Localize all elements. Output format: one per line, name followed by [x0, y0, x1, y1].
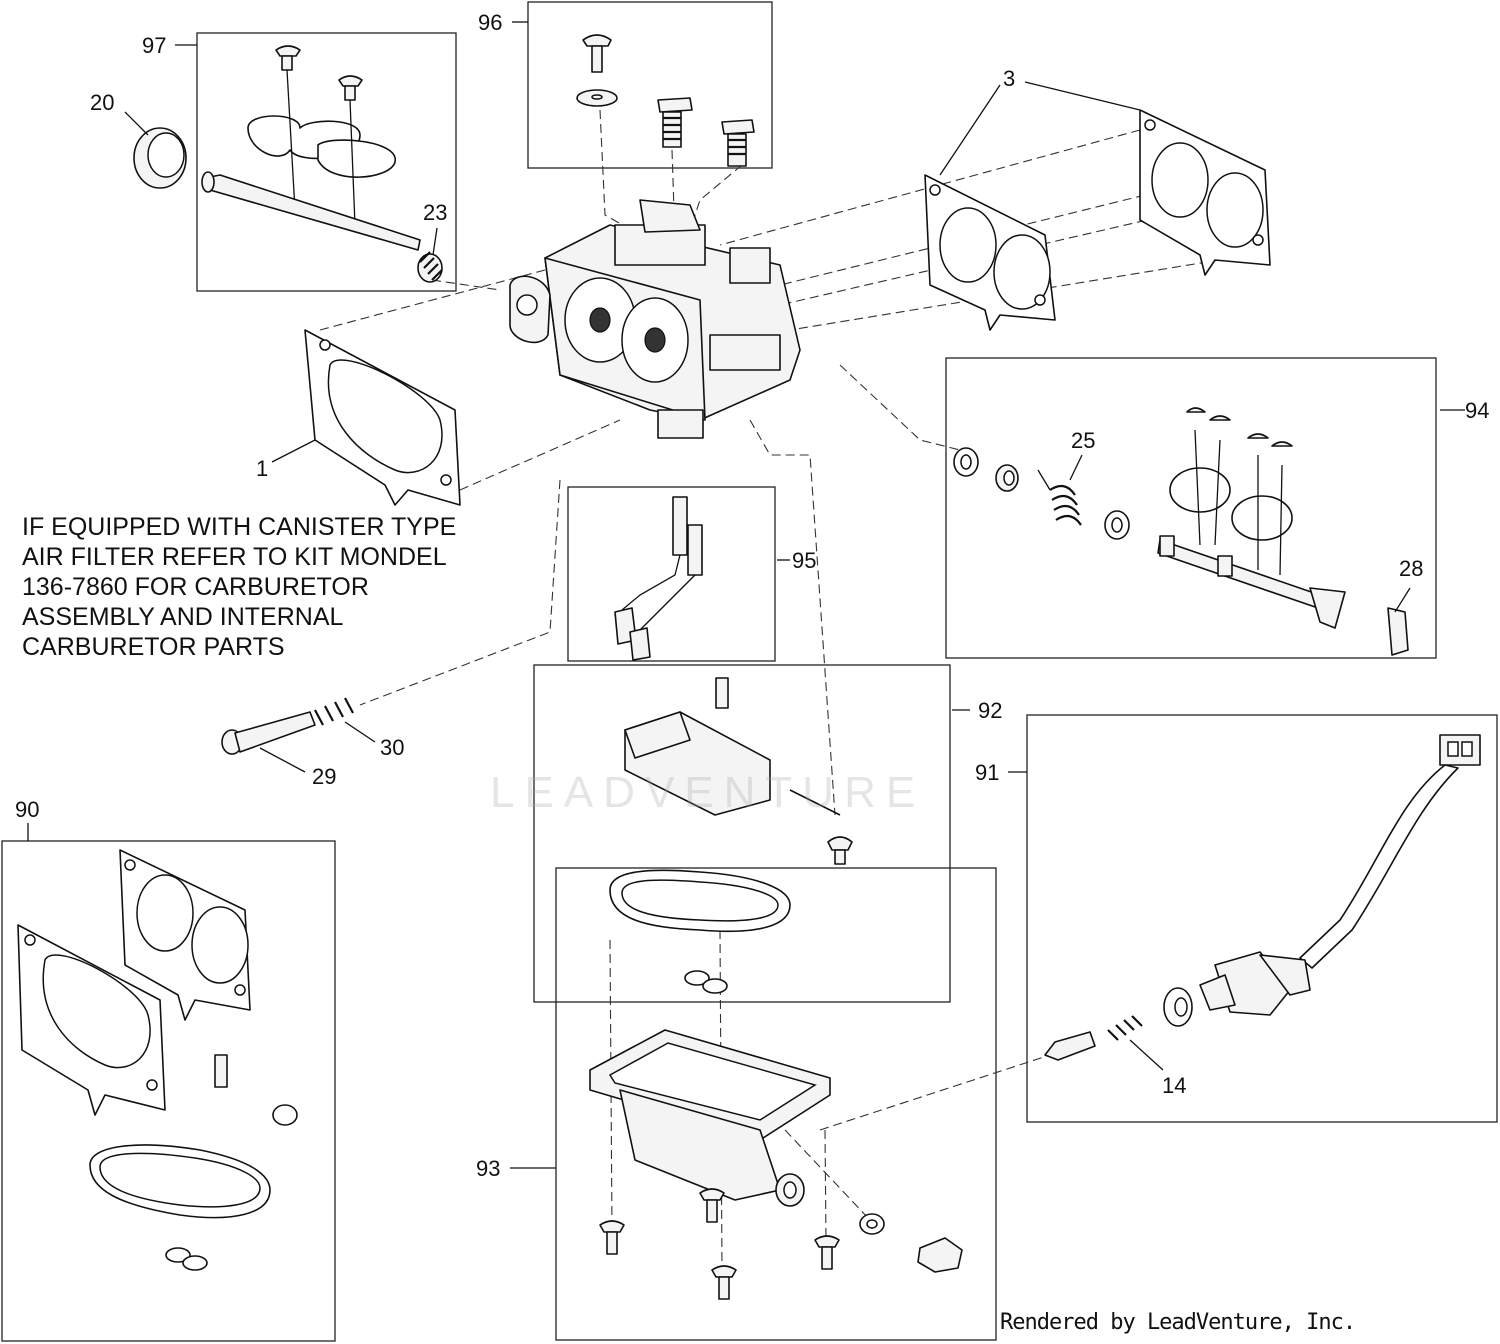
callout-90: 90 — [15, 797, 39, 822]
throttle-shaft-kit — [201, 45, 443, 283]
kit-box-91 — [1026, 714, 1498, 1123]
float-kit — [609, 677, 970, 994]
callout-20: 20 — [90, 90, 114, 115]
callout-95: 95 — [792, 548, 816, 573]
idle-screw-spring — [221, 697, 376, 773]
callout-92: 92 — [978, 698, 1002, 723]
callout-94: 94 — [1465, 398, 1489, 423]
choke-shaft-kit — [953, 407, 1465, 656]
callout-3: 3 — [1003, 66, 1015, 91]
gasket-kit — [17, 823, 298, 1271]
kit-reference-note: IF EQUIPPED WITH CANISTER TYPE AIR FILTE… — [22, 513, 457, 661]
callout-23: 23 — [423, 200, 447, 225]
part-1-gasket — [271, 329, 461, 506]
part-3-gaskets — [924, 81, 1271, 331]
callout-97: 97 — [142, 33, 166, 58]
callout-29: 29 — [312, 764, 336, 789]
callout-14: 14 — [1162, 1073, 1186, 1098]
float-bowl-kit — [510, 1029, 963, 1300]
kit-box-96 — [527, 1, 773, 169]
kit-box-97 — [196, 32, 457, 292]
callout-30: 30 — [380, 735, 404, 760]
jet-kit — [614, 496, 790, 661]
fuel-solenoid-kit — [1008, 734, 1481, 1071]
callout-numbers: 97 96 3 20 23 1 94 25 28 95 92 91 30 29 … — [15, 10, 1489, 1181]
kit-box-94 — [945, 357, 1437, 659]
kit-box-90 — [1, 840, 336, 1342]
callout-93: 93 — [476, 1156, 500, 1181]
kit-box-92 — [533, 664, 951, 1003]
kit-box-93 — [555, 867, 997, 1341]
part-20-cap — [124, 111, 187, 189]
kit-box-95 — [567, 486, 776, 662]
callout-96: 96 — [478, 10, 502, 35]
callout-28: 28 — [1399, 556, 1423, 581]
watermark: LEADVENTURE — [490, 768, 926, 817]
callout-25: 25 — [1071, 428, 1095, 453]
carburetor-body — [509, 199, 801, 439]
render-credit: Rendered by LeadVenture, Inc. — [1000, 1310, 1356, 1335]
callout-leaders — [175, 21, 1083, 481]
screw-kit — [576, 34, 755, 167]
callout-91: 91 — [975, 760, 999, 785]
callout-1: 1 — [256, 456, 268, 481]
